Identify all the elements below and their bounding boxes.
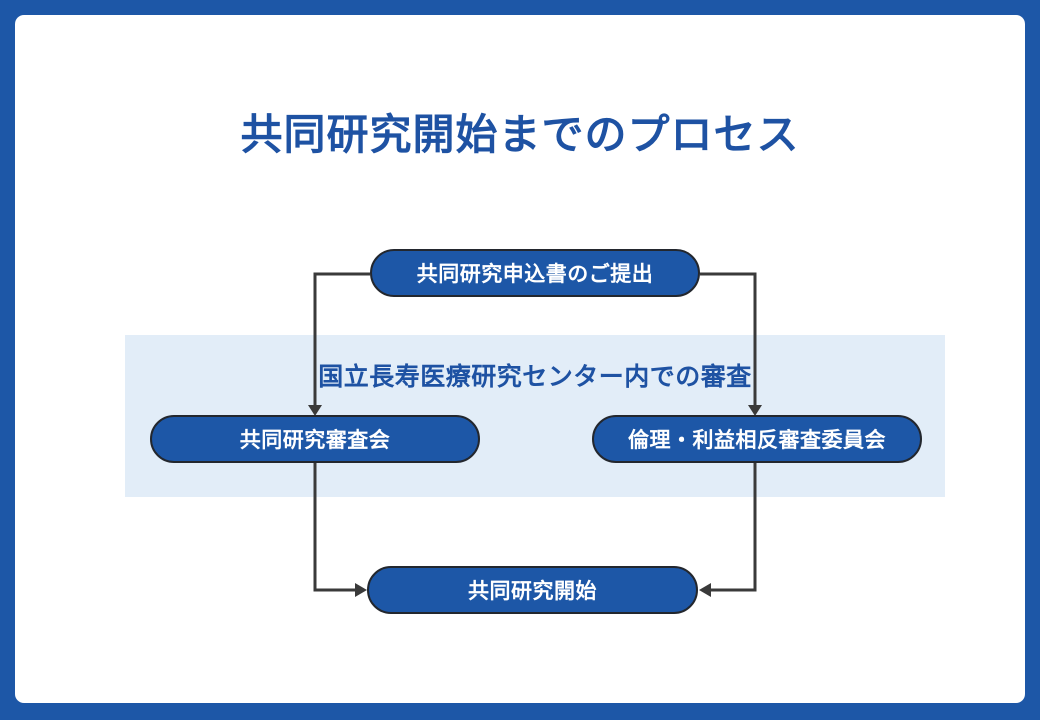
node-joint-research-review: 共同研究審査会 (150, 415, 480, 463)
arrowhead-into-start-left (355, 583, 367, 597)
page-title: 共同研究開始までのプロセス (240, 111, 800, 158)
node-research-start-label: 共同研究開始 (468, 580, 597, 603)
arrowhead-into-ethics-review (748, 405, 762, 416)
node-submission-label: 共同研究申込書のご提出 (416, 263, 654, 286)
connector-submission-to-joint-review (313, 272, 370, 407)
node-research-start: 共同研究開始 (367, 566, 698, 614)
node-ethics-coi-review-label: 倫理・利益相反審査委員会 (628, 429, 886, 452)
connector-joint-review-to-start (313, 461, 355, 592)
connector-submission-to-ethics-review (700, 272, 757, 407)
arrowhead-into-start-right (699, 583, 711, 597)
node-joint-research-review-label: 共同研究審査会 (239, 429, 391, 452)
arrowhead-into-joint-review (308, 405, 322, 416)
connector-ethics-review-to-start (711, 461, 757, 592)
flow-connectors (308, 272, 762, 597)
node-submission: 共同研究申込書のご提出 (370, 249, 700, 297)
internal-review-band-label: 国立長寿医療研究センター内での審査 (318, 363, 752, 391)
node-ethics-coi-review: 倫理・利益相反審査委員会 (592, 415, 922, 463)
content-panel: 共同研究開始までのプロセス 国立長寿医療研究センター内での審査 共同研究申込書の… (15, 15, 1025, 703)
